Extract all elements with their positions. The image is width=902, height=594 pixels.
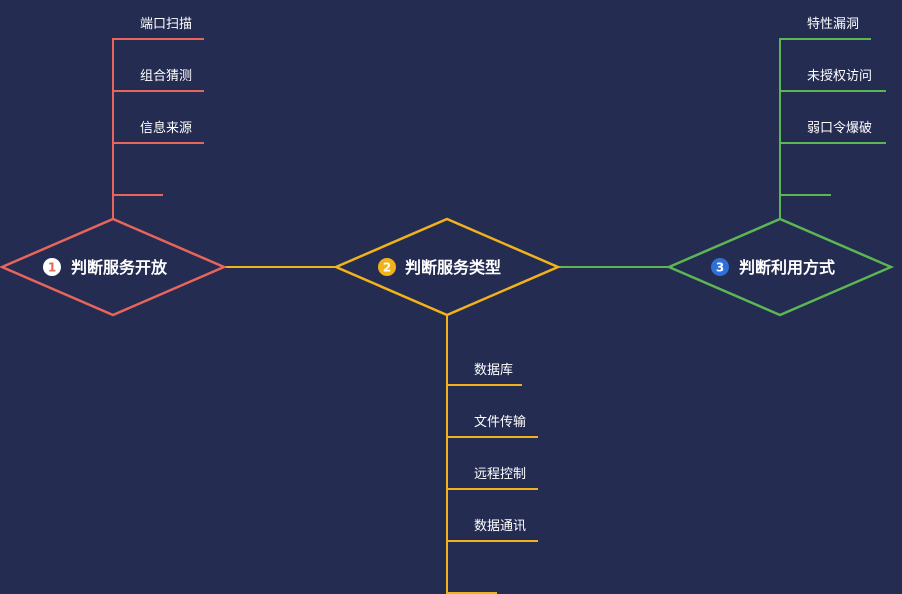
node-2-leaf-1: 数据库	[474, 362, 513, 378]
node-3-number: 3	[716, 261, 724, 275]
node-2-number-badge	[378, 258, 396, 276]
node-2-label: 判断服务类型	[405, 258, 501, 277]
node-2-leaf-2: 文件传输	[474, 414, 526, 430]
node-1-leaf-3: 信息来源	[140, 120, 192, 136]
node-3-leaf-1: 特性漏洞	[807, 16, 859, 32]
node-1-leaf-2: 组合猜测	[140, 69, 192, 84]
node-2-leaf-4: 数据通讯	[474, 519, 526, 534]
node-1-number-badge	[43, 258, 61, 276]
node-1-group	[112, 38, 204, 219]
node-3-leaf-2: 未授权访问	[807, 68, 872, 84]
node-2-group	[446, 315, 538, 594]
node-1-label: 判断服务开放	[71, 258, 168, 277]
node-1-diamond[interactable]	[0, 217, 228, 317]
node-1-number: 1	[48, 261, 56, 275]
node-1-leaf-1: 端口扫描	[140, 17, 192, 32]
node-2-leaf-3: 远程控制	[474, 467, 526, 482]
node-2-number: 2	[383, 261, 391, 275]
node-3-number-badge	[711, 258, 729, 276]
node-3-label: 判断利用方式	[739, 258, 835, 277]
node-3-group	[779, 38, 886, 219]
node-3-diamond[interactable]	[665, 217, 895, 317]
node-2-diamond[interactable]	[332, 217, 562, 317]
node-3-leaf-3: 弱口令爆破	[807, 121, 872, 136]
